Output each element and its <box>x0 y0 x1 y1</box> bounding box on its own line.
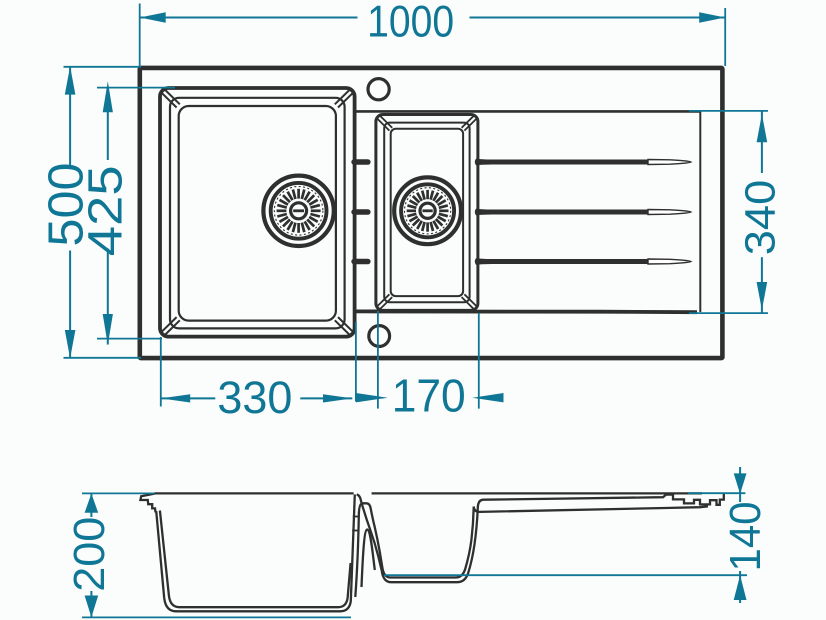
svg-text:330: 330 <box>217 372 292 423</box>
svg-text:500: 500 <box>40 163 94 247</box>
svg-text:340: 340 <box>736 180 784 256</box>
svg-text:140: 140 <box>721 502 770 572</box>
svg-text:1000: 1000 <box>367 0 454 46</box>
svg-text:425: 425 <box>79 165 132 256</box>
svg-text:200: 200 <box>65 517 114 592</box>
svg-text:170: 170 <box>392 370 466 422</box>
